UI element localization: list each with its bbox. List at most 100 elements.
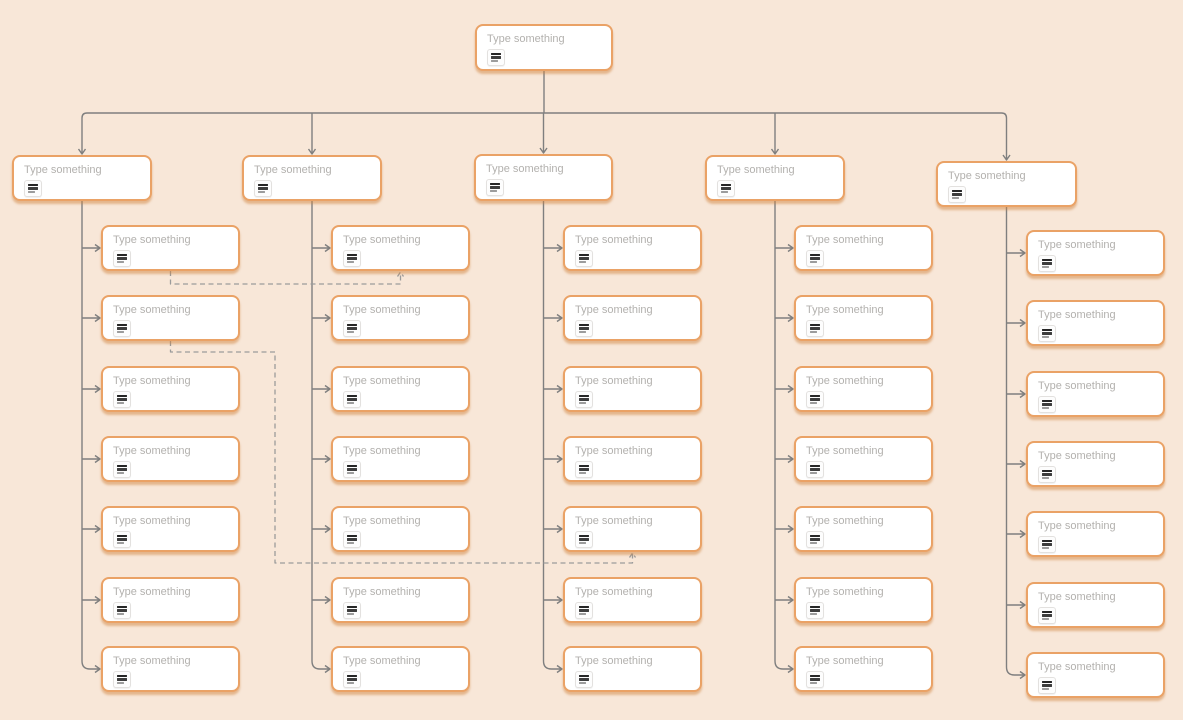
mindmap-node-b5c7[interactable]: Type something bbox=[1026, 652, 1165, 698]
notes-icon[interactable] bbox=[575, 320, 593, 337]
notes-icon[interactable] bbox=[113, 250, 131, 267]
notes-icon[interactable] bbox=[806, 461, 824, 478]
mindmap-node-b1c5[interactable]: Type something bbox=[101, 506, 240, 552]
notes-icon[interactable] bbox=[113, 391, 131, 408]
mindmap-node-b3c7[interactable]: Type something bbox=[563, 646, 702, 692]
mindmap-node-b5c1[interactable]: Type something bbox=[1026, 230, 1165, 276]
notes-icon[interactable] bbox=[806, 671, 824, 688]
mindmap-node-b5c3[interactable]: Type something bbox=[1026, 371, 1165, 417]
topic-placeholder: Type something bbox=[1038, 450, 1116, 462]
notes-icon[interactable] bbox=[1038, 396, 1056, 413]
topic-placeholder: Type something bbox=[487, 33, 565, 45]
notes-icon[interactable] bbox=[24, 180, 42, 197]
mindmap-node-b1c4[interactable]: Type something bbox=[101, 436, 240, 482]
mindmap-node-b4[interactable]: Type something bbox=[705, 155, 845, 201]
topic-placeholder: Type something bbox=[575, 515, 653, 527]
topic-placeholder: Type something bbox=[1038, 591, 1116, 603]
mindmap-node-b3[interactable]: Type something bbox=[474, 154, 613, 201]
mindmap-node-b4c2[interactable]: Type something bbox=[794, 295, 933, 341]
notes-icon[interactable] bbox=[343, 531, 361, 548]
topic-placeholder: Type something bbox=[1038, 661, 1116, 673]
mindmap-node-b3c3[interactable]: Type something bbox=[563, 366, 702, 412]
notes-icon[interactable] bbox=[575, 602, 593, 619]
notes-icon[interactable] bbox=[343, 602, 361, 619]
notes-icon[interactable] bbox=[806, 602, 824, 619]
notes-icon[interactable] bbox=[343, 391, 361, 408]
topic-placeholder: Type something bbox=[806, 586, 884, 598]
mindmap-node-b5c6[interactable]: Type something bbox=[1026, 582, 1165, 628]
notes-icon[interactable] bbox=[806, 391, 824, 408]
mindmap-node-b1c1[interactable]: Type something bbox=[101, 225, 240, 271]
mindmap-node-b3c5[interactable]: Type something bbox=[563, 506, 702, 552]
mindmap-node-b1c2[interactable]: Type something bbox=[101, 295, 240, 341]
mindmap-node-b3c4[interactable]: Type something bbox=[563, 436, 702, 482]
mindmap-node-b3c1[interactable]: Type something bbox=[563, 225, 702, 271]
mindmap-node-b4c6[interactable]: Type something bbox=[794, 577, 933, 623]
mindmap-node-b2c3[interactable]: Type something bbox=[331, 366, 470, 412]
mindmap-node-b3c6[interactable]: Type something bbox=[563, 577, 702, 623]
mindmap-node-b2[interactable]: Type something bbox=[242, 155, 382, 201]
notes-icon[interactable] bbox=[717, 180, 735, 197]
notes-icon[interactable] bbox=[343, 671, 361, 688]
notes-icon[interactable] bbox=[254, 180, 272, 197]
topic-placeholder: Type something bbox=[113, 655, 191, 667]
notes-icon[interactable] bbox=[1038, 466, 1056, 483]
notes-icon[interactable] bbox=[113, 531, 131, 548]
notes-icon[interactable] bbox=[575, 250, 593, 267]
topic-placeholder: Type something bbox=[113, 515, 191, 527]
mindmap-node-b2c6[interactable]: Type something bbox=[331, 577, 470, 623]
notes-icon[interactable] bbox=[113, 320, 131, 337]
notes-icon[interactable] bbox=[575, 461, 593, 478]
mindmap-node-b5c4[interactable]: Type something bbox=[1026, 441, 1165, 487]
mindmap-node-b2c1[interactable]: Type something bbox=[331, 225, 470, 271]
mindmap-node-b1c7[interactable]: Type something bbox=[101, 646, 240, 692]
notes-icon[interactable] bbox=[486, 179, 504, 196]
notes-icon[interactable] bbox=[1038, 255, 1056, 272]
topic-placeholder: Type something bbox=[254, 164, 332, 176]
mindmap-node-b4c4[interactable]: Type something bbox=[794, 436, 933, 482]
mindmap-node-b2c7[interactable]: Type something bbox=[331, 646, 470, 692]
notes-icon[interactable] bbox=[487, 49, 505, 66]
topic-placeholder: Type something bbox=[575, 375, 653, 387]
notes-icon[interactable] bbox=[575, 671, 593, 688]
notes-icon[interactable] bbox=[806, 531, 824, 548]
mindmap-node-b4c3[interactable]: Type something bbox=[794, 366, 933, 412]
notes-icon[interactable] bbox=[343, 250, 361, 267]
mindmap-node-root[interactable]: Type something bbox=[475, 24, 613, 71]
notes-icon[interactable] bbox=[343, 461, 361, 478]
notes-icon[interactable] bbox=[113, 602, 131, 619]
notes-icon[interactable] bbox=[575, 391, 593, 408]
mindmap-node-b2c2[interactable]: Type something bbox=[331, 295, 470, 341]
topic-placeholder: Type something bbox=[948, 170, 1026, 182]
mindmap-node-b5c2[interactable]: Type something bbox=[1026, 300, 1165, 346]
notes-icon[interactable] bbox=[1038, 536, 1056, 553]
notes-icon[interactable] bbox=[113, 461, 131, 478]
notes-icon[interactable] bbox=[113, 671, 131, 688]
mindmap-node-b4c5[interactable]: Type something bbox=[794, 506, 933, 552]
notes-icon[interactable] bbox=[343, 320, 361, 337]
topic-placeholder: Type something bbox=[113, 445, 191, 457]
mindmap-node-b1[interactable]: Type something bbox=[12, 155, 152, 201]
notes-icon[interactable] bbox=[1038, 325, 1056, 342]
mindmap-node-b2c5[interactable]: Type something bbox=[331, 506, 470, 552]
topic-placeholder: Type something bbox=[575, 304, 653, 316]
mindmap-node-b5c5[interactable]: Type something bbox=[1026, 511, 1165, 557]
topic-placeholder: Type something bbox=[806, 515, 884, 527]
mindmap-node-b3c2[interactable]: Type something bbox=[563, 295, 702, 341]
notes-icon[interactable] bbox=[806, 320, 824, 337]
topic-placeholder: Type something bbox=[343, 655, 421, 667]
notes-icon[interactable] bbox=[575, 531, 593, 548]
mindmap-node-b4c7[interactable]: Type something bbox=[794, 646, 933, 692]
notes-icon[interactable] bbox=[806, 250, 824, 267]
notes-icon[interactable] bbox=[1038, 677, 1056, 694]
mindmap-node-b2c4[interactable]: Type something bbox=[331, 436, 470, 482]
mindmap-node-b5[interactable]: Type something bbox=[936, 161, 1077, 207]
mindmap-node-b4c1[interactable]: Type something bbox=[794, 225, 933, 271]
mindmap-node-b1c3[interactable]: Type something bbox=[101, 366, 240, 412]
topic-placeholder: Type something bbox=[113, 304, 191, 316]
notes-icon[interactable] bbox=[1038, 607, 1056, 624]
mindmap-node-b1c6[interactable]: Type something bbox=[101, 577, 240, 623]
notes-icon[interactable] bbox=[948, 186, 966, 203]
